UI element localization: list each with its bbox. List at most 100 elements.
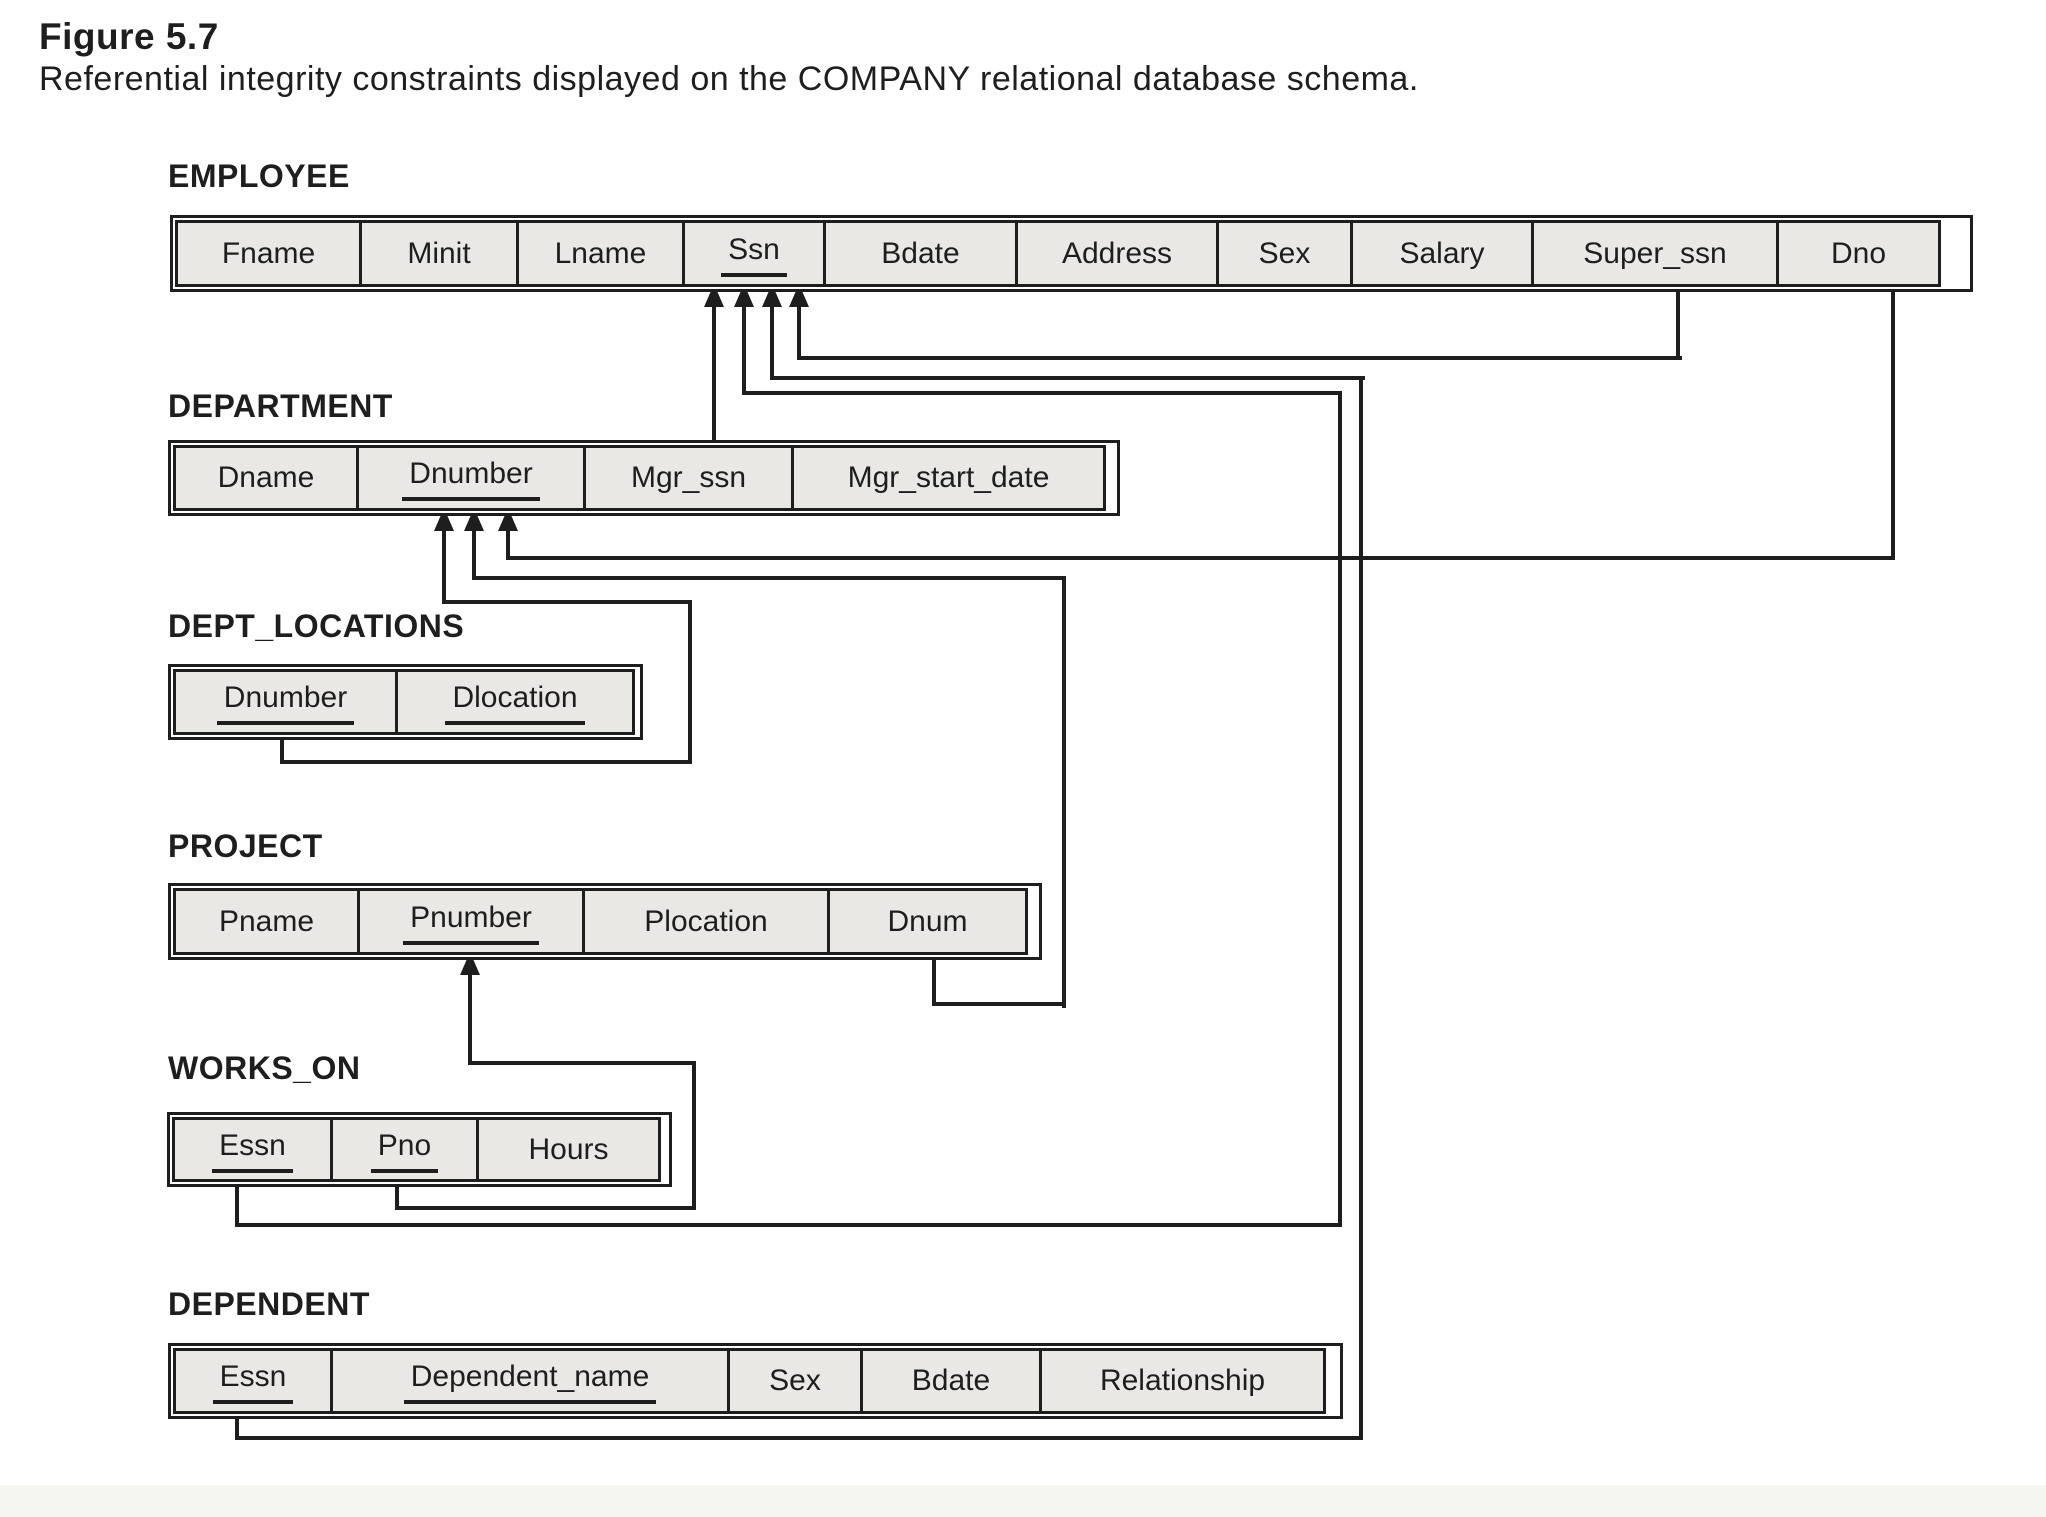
figure-caption: Referential integrity constraints displa… — [39, 60, 1419, 98]
fk-line-segment — [742, 300, 746, 395]
attribute: Mgr_start_date — [847, 461, 1050, 494]
table-works-on: Essn Pno Hours — [167, 1112, 672, 1187]
fk-line-segment — [712, 300, 716, 442]
primary-key-attribute: Ssn — [721, 231, 787, 277]
column-cell-relationship: Relationship — [1039, 1348, 1326, 1414]
column-cell-ssn: Ssn — [682, 220, 826, 287]
table-name-dept-locations: DEPT_LOCATIONS — [168, 608, 465, 644]
attribute: Super_ssn — [1583, 236, 1727, 270]
primary-key-attribute: Pno — [370, 1127, 439, 1173]
attribute: Mgr_ssn — [630, 461, 747, 494]
primary-key-attribute: Pnumber — [403, 899, 539, 945]
fk-line-segment — [235, 1177, 239, 1227]
column-cell-dname: Dname — [173, 445, 359, 511]
column-cell-mgr-start-date: Mgr_start_date — [791, 445, 1106, 511]
column-cell-sex: Sex — [727, 1348, 863, 1414]
fk-line-segment — [472, 576, 1066, 580]
column-cell-plocation: Plocation — [582, 888, 830, 955]
attribute: Lname — [554, 236, 647, 270]
fk-line-segment — [442, 600, 692, 604]
attribute: Dno — [1830, 236, 1887, 270]
column-cell-pname: Pname — [173, 888, 360, 955]
primary-key-attribute: Dnumber — [402, 455, 540, 501]
fk-line-segment — [770, 376, 1365, 380]
attribute: Salary — [1399, 236, 1485, 270]
fk-line-segment — [1891, 282, 1895, 560]
fk-line-segment — [506, 524, 510, 560]
fk-line-segment — [506, 556, 1895, 560]
column-cell-pnumber: Pnumber — [357, 888, 585, 955]
fk-line-segment — [472, 524, 476, 580]
fk-line-segment — [1062, 576, 1066, 1008]
fk-line-segment — [932, 950, 936, 1006]
fk-line-segment — [688, 600, 692, 764]
column-cell-mgr-ssn: Mgr_ssn — [583, 445, 794, 511]
fk-line-segment — [235, 1409, 239, 1440]
attribute: Dnum — [887, 904, 968, 938]
column-cell-dependent-name: Dependent_name — [330, 1348, 730, 1414]
fk-line-segment — [468, 1061, 696, 1065]
column-cell-hours: Hours — [476, 1117, 661, 1182]
fk-line-segment — [932, 1002, 1066, 1006]
attribute: Minit — [407, 236, 471, 270]
table-project: Pname Pnumber Plocation Dnum — [168, 883, 1042, 960]
attribute: Fname — [221, 236, 316, 270]
table-dept-locations: Dnumber Dlocation — [168, 664, 643, 740]
column-cell-dnumber: Dnumber — [173, 669, 398, 735]
column-cell-dnumber: Dnumber — [356, 445, 586, 511]
fk-line-segment — [280, 730, 284, 764]
column-cell-bdate: Bdate — [823, 220, 1018, 287]
attribute: Pname — [218, 904, 315, 938]
table-name-dependent: DEPENDENT — [168, 1286, 370, 1322]
attribute: Plocation — [644, 904, 768, 938]
figure-number: Figure 5.7 — [39, 16, 219, 57]
fk-line-segment — [770, 300, 774, 380]
column-cell-sex: Sex — [1216, 220, 1353, 287]
column-cell-bdate: Bdate — [860, 1348, 1042, 1414]
fk-line-segment — [395, 1177, 399, 1210]
footer-band — [0, 1485, 2046, 1517]
attribute: Bdate — [881, 236, 960, 270]
fk-line-segment — [692, 1061, 696, 1210]
primary-key-attribute: Dlocation — [445, 679, 585, 725]
fk-line-segment — [468, 968, 472, 1065]
primary-key-attribute: Essn — [212, 1358, 294, 1404]
column-cell-salary: Salary — [1350, 220, 1534, 287]
primary-key-attribute: Essn — [212, 1127, 293, 1173]
attribute: Bdate — [911, 1364, 991, 1397]
fk-line-segment — [1676, 282, 1680, 360]
fk-line-segment — [235, 1436, 1363, 1440]
column-cell-dno: Dno — [1776, 220, 1941, 287]
fk-line-segment — [797, 356, 1682, 360]
fk-line-segment — [280, 760, 692, 764]
attribute: Relationship — [1099, 1364, 1266, 1397]
fk-line-segment — [235, 1223, 1342, 1227]
column-cell-fname: Fname — [175, 220, 362, 287]
column-cell-super-ssn: Super_ssn — [1531, 220, 1779, 287]
table-employee: Fname Minit Lname Ssn Bdate Address Sex Salary S… — [170, 215, 1973, 292]
fk-line-segment — [742, 391, 1342, 395]
attribute: Hours — [528, 1132, 609, 1166]
fk-line-segment — [395, 1206, 696, 1210]
attribute: Address — [1061, 236, 1173, 270]
column-cell-dlocation: Dlocation — [395, 669, 635, 735]
column-cell-essn: Essn — [173, 1348, 333, 1414]
column-cell-minit: Minit — [359, 220, 519, 287]
table-name-employee: EMPLOYEE — [168, 158, 350, 194]
fk-line-segment — [797, 300, 801, 360]
fk-line-segment — [442, 524, 446, 604]
column-cell-essn: Essn — [172, 1117, 333, 1182]
column-cell-address: Address — [1015, 220, 1219, 287]
table-name-project: PROJECT — [168, 828, 323, 864]
column-cell-lname: Lname — [516, 220, 685, 287]
fk-line-segment — [1359, 376, 1363, 1440]
table-name-department: DEPARTMENT — [168, 388, 393, 424]
table-department: Dname Dnumber Mgr_ssn Mgr_start_date — [168, 440, 1120, 516]
primary-key-attribute: Dnumber — [216, 679, 355, 725]
column-cell-pno: Pno — [330, 1117, 479, 1182]
attribute: Sex — [1258, 236, 1311, 270]
attribute: Sex — [769, 1364, 821, 1397]
table-name-works-on: WORKS_ON — [168, 1050, 361, 1086]
